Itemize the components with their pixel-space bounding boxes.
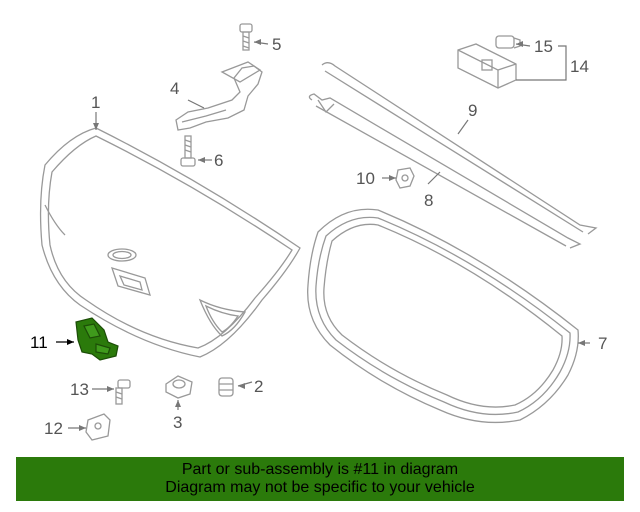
callout-11[interactable]: 11	[30, 333, 48, 352]
callout-6: 6	[214, 151, 223, 170]
hinge	[175, 61, 263, 131]
trunk-lid	[39, 127, 301, 358]
lamp-bulb	[495, 35, 521, 49]
arrowhead-11	[67, 339, 74, 345]
stopper-2	[218, 377, 234, 397]
callout-1: 1	[91, 93, 100, 112]
license-lamp	[457, 43, 517, 89]
callout-14: 14	[570, 57, 589, 76]
callout-10: 10	[356, 169, 375, 188]
bumper-3	[165, 375, 193, 399]
trunk-latch-highlight[interactable]	[75, 317, 119, 361]
callout-12: 12	[44, 419, 63, 438]
torsion-rod	[308, 93, 582, 249]
nut-12	[85, 413, 111, 441]
banner-line-2: Diagram may not be specific to your vehi…	[165, 479, 475, 496]
leader-lines	[68, 41, 590, 429]
arrowheads	[79, 39, 585, 431]
bolt-5	[239, 23, 253, 51]
callout-7: 7	[598, 334, 607, 353]
callout-13: 13	[70, 380, 89, 399]
clip-10	[395, 167, 415, 189]
banner-line-1: Part or sub-assembly is #11 in diagram	[181, 461, 459, 478]
callout-8: 8	[424, 191, 433, 210]
callout-9: 9	[468, 101, 477, 120]
callout-15: 15	[534, 37, 553, 56]
support-rod	[321, 62, 598, 235]
info-banner: Part or sub-assembly is #11 in diagram D…	[16, 457, 624, 501]
parts-diagram: 1 2 3 4 5 6 7 8 9 10 11 12 13 14 15	[30, 23, 607, 441]
bolt-6	[180, 135, 196, 167]
callout-4: 4	[170, 79, 179, 98]
bolt-13	[115, 379, 131, 405]
callout-3: 3	[173, 413, 182, 432]
callout-5: 5	[272, 35, 281, 54]
weatherstrip	[307, 208, 579, 424]
callout-2: 2	[254, 377, 263, 396]
